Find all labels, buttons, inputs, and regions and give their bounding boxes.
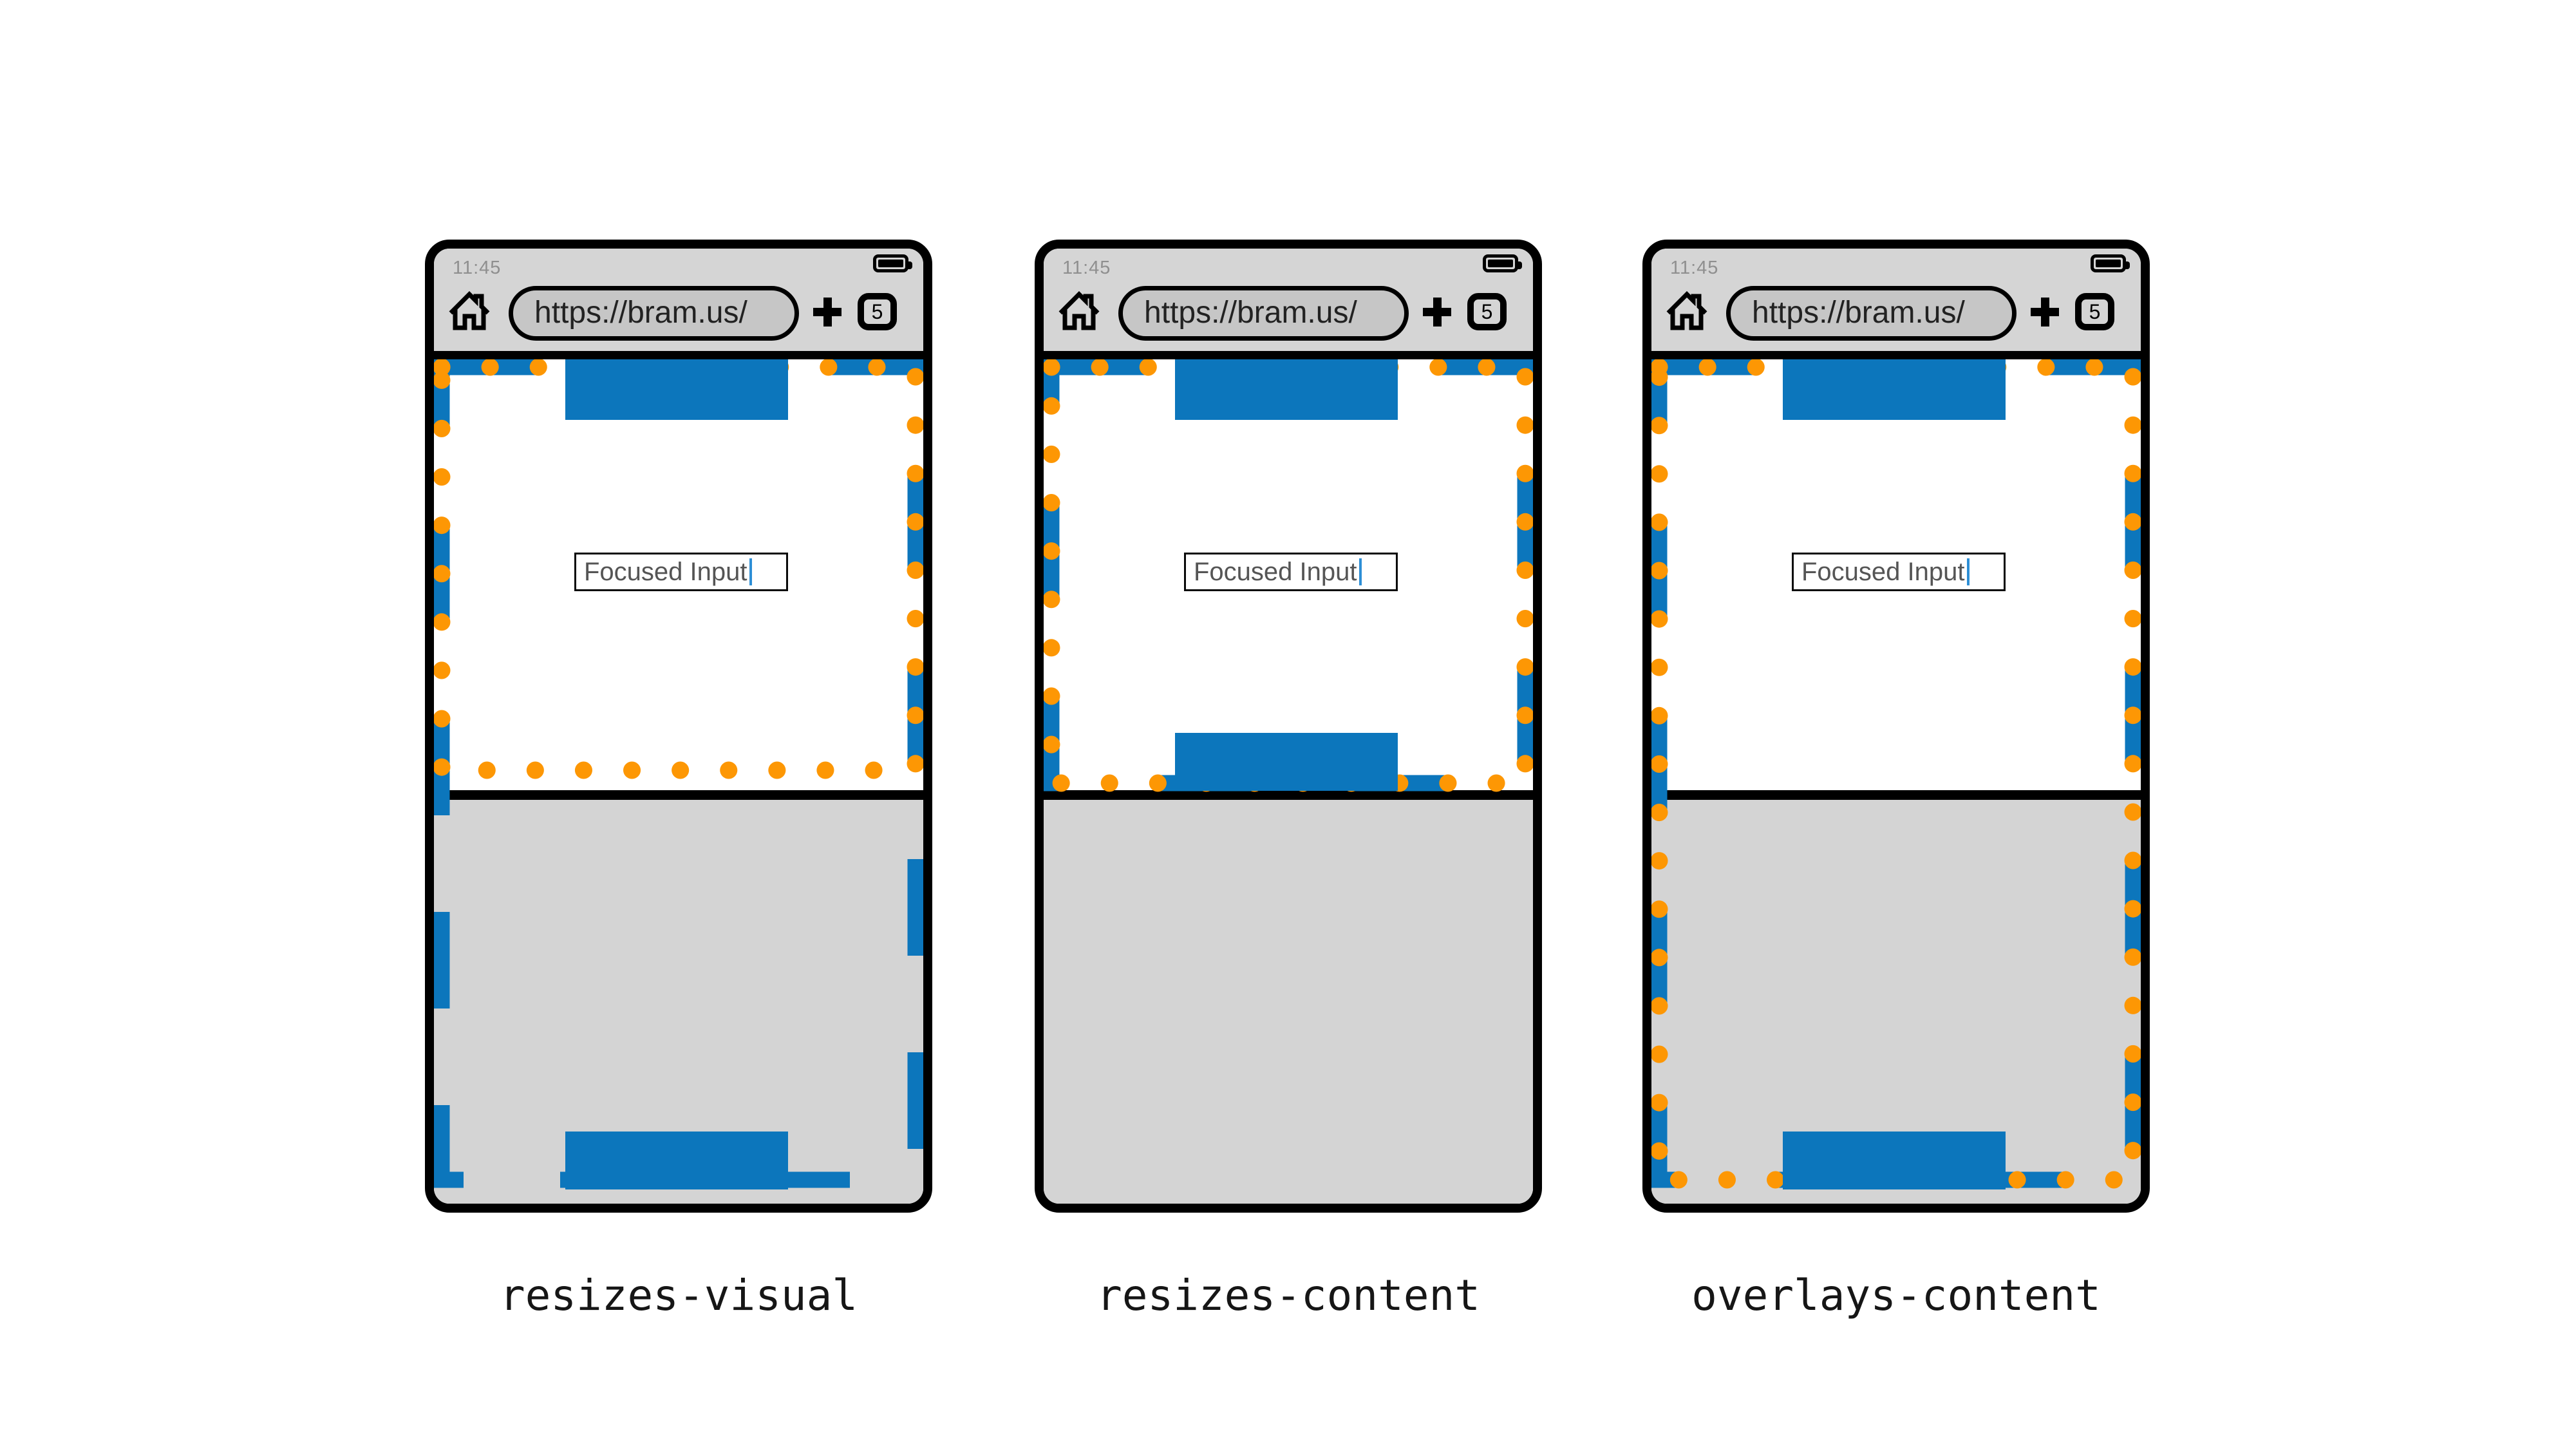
browser-chrome: 11:45 https://bram.us/ 5 [434,249,923,351]
browser-chrome: 11:45 https://bram.us/ 5 [1044,249,1533,351]
mode-label: resizes-content [1096,1271,1481,1320]
url-bar[interactable]: https://bram.us/ [1118,286,1409,341]
status-time: 11:45 [453,258,502,278]
viewport-decorations [434,359,923,1189]
new-tab-button plus-icon[interactable] [2031,298,2059,327]
home-icon[interactable] [1665,290,1709,331]
battery-icon [873,254,912,272]
url-bar[interactable]: https://bram.us/ [1726,286,2017,341]
home-icon[interactable] [1057,290,1101,331]
text-caret [1359,558,1362,585]
focused-input[interactable]: Focused Input [1792,553,2006,591]
url-text: https://bram.us/ [534,296,747,330]
page-viewport: Focused Input [1651,359,2141,1204]
status-time: 11:45 [1062,258,1111,278]
page-footer [1783,1132,2006,1189]
viewport-decorations [1044,359,1533,792]
phone-mockup: 11:45 https://bram.us/ 5 [425,240,932,1367]
toolbar-separator [434,351,923,359]
tab-count: 5 [1481,299,1493,323]
battery-fill [878,260,903,267]
battery-nub [2125,261,2130,269]
url-bar[interactable]: https://bram.us/ [509,286,799,341]
viewport-decorations [1651,359,2141,1189]
battery-nub [1518,261,1522,269]
mode-label: overlays-content [1691,1271,2101,1320]
phone-frame: 11:45 https://bram.us/ 5 [1035,240,1542,1213]
tab-counter[interactable]: 5 [1467,293,1507,330]
page-header [565,359,788,420]
text-caret [749,558,752,585]
text-caret [1966,558,1970,585]
battery-fill [1488,260,1513,267]
page-footer [1175,733,1398,791]
battery-icon [1483,254,1522,272]
phone-mockup: 11:45 https://bram.us/ 5 [1035,240,1542,1367]
focused-input-value: Focused Input [584,557,747,586]
virtual-keyboard-area [1044,790,1533,1204]
layout-viewport-border [1651,359,2141,1188]
toolbar-separator [1044,351,1533,359]
tab-counter[interactable]: 5 [858,293,897,330]
page-header [1175,359,1398,420]
phone-frame: 11:45 https://bram.us/ 5 [1642,240,2150,1213]
focused-input-value: Focused Input [1801,557,1965,586]
page-footer [565,1132,788,1189]
new-tab-button plus-icon[interactable] [813,298,841,327]
focused-input[interactable]: Focused Input [574,553,788,591]
battery-fill [2096,260,2121,267]
page-header [1783,359,2006,420]
phone-mockup: 11:45 https://bram.us/ 5 [1642,240,2150,1367]
battery-nub [908,261,912,269]
url-text: https://bram.us/ [1144,296,1357,330]
tab-counter[interactable]: 5 [2075,293,2114,330]
toolbar-separator [1651,351,2141,359]
focused-input-value: Focused Input [1194,557,1357,586]
focused-input[interactable]: Focused Input [1184,553,1398,591]
mode-label: resizes-visual [499,1271,858,1320]
phone-frame: 11:45 https://bram.us/ 5 [425,240,932,1213]
page-viewport: Focused Input [434,359,923,1204]
home-icon[interactable] [447,290,491,331]
url-text: https://bram.us/ [1752,296,1965,330]
battery-icon [2091,254,2130,272]
new-tab-button plus-icon[interactable] [1423,298,1451,327]
tab-count: 5 [2089,299,2101,323]
page-viewport: Focused Input [1044,359,1533,1204]
status-time: 11:45 [1670,258,1719,278]
visual-viewport-border [1651,359,2141,1189]
tab-count: 5 [871,299,883,323]
browser-chrome: 11:45 https://bram.us/ 5 [1651,249,2141,351]
